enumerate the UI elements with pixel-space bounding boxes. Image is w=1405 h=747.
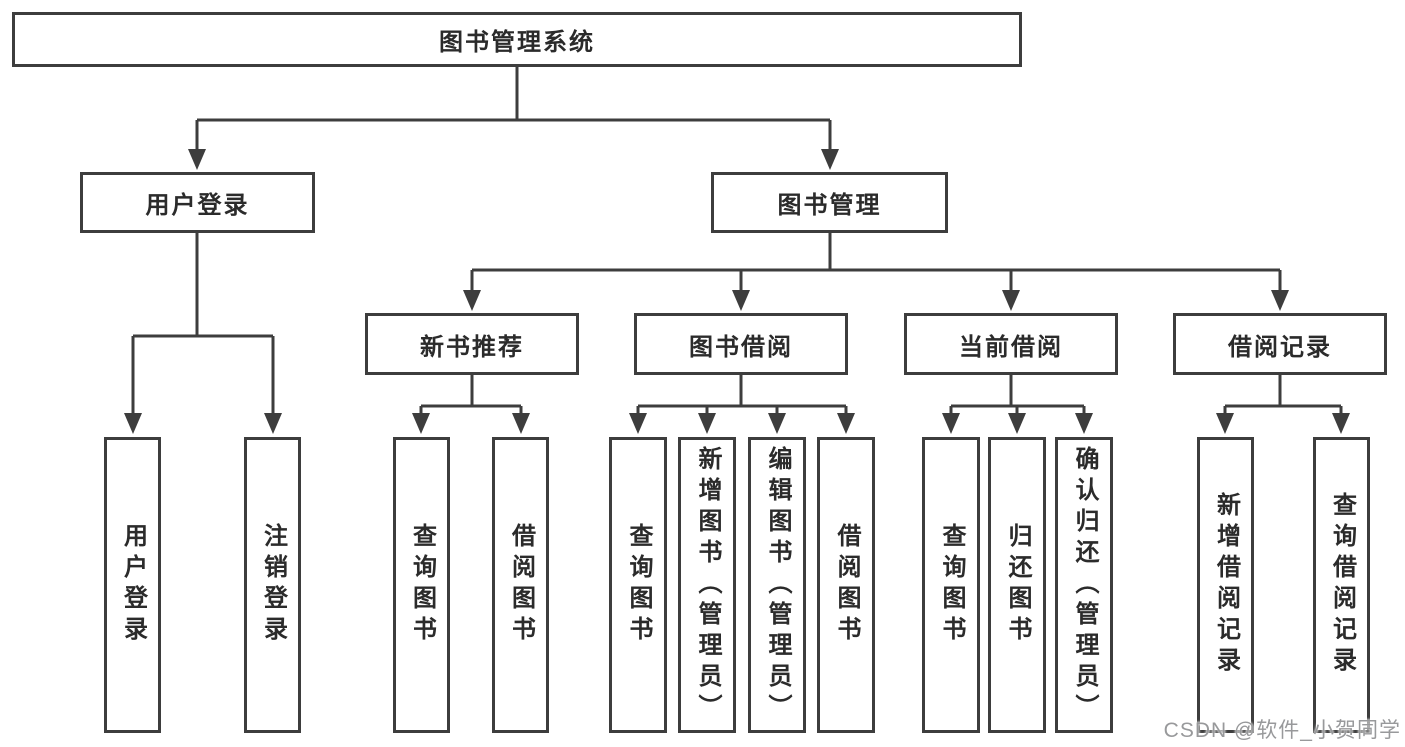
leaf-borrow-books-2: 借阅图书: [817, 437, 875, 733]
leaf-user-login: 用户登录: [104, 437, 161, 733]
node-label: 查询图书: [625, 523, 652, 647]
node-label: 新增借阅记录: [1212, 492, 1240, 678]
arrowhead: [1008, 413, 1026, 434]
node-library-management-system: 图书管理系统: [12, 12, 1022, 67]
node-label: 新增图书（管理员）: [694, 445, 721, 725]
arrowhead: [732, 290, 750, 311]
leaf-confirm-return-admin: 确认归还（管理员）: [1055, 437, 1113, 733]
node-label: 查询图书: [408, 523, 436, 647]
arrowhead: [629, 413, 647, 434]
arrowhead: [821, 149, 839, 170]
arrowhead: [412, 413, 430, 434]
node-label: 新书推荐: [420, 333, 524, 361]
node-label: 确认归还（管理员）: [1071, 445, 1098, 725]
connector-line: [472, 233, 1280, 272]
leaf-return-books: 归还图书: [988, 437, 1046, 733]
arrowhead: [1216, 413, 1234, 434]
node-label: 用户登录: [119, 523, 147, 647]
arrowhead: [188, 149, 206, 170]
node-label: 借阅图书: [507, 523, 535, 647]
arrowhead: [768, 413, 786, 434]
arrowhead: [463, 290, 481, 311]
node-label: 借阅图书: [833, 523, 860, 647]
leaf-query-books-1: 查询图书: [393, 437, 450, 733]
node-new-book-recommendation: 新书推荐: [365, 313, 579, 375]
leaf-query-books-2: 查询图书: [609, 437, 667, 733]
node-label: 归还图书: [1004, 523, 1031, 647]
arrowhead: [264, 413, 282, 434]
leaf-query-borrow-record: 查询借阅记录: [1313, 437, 1370, 733]
node-label: 查询图书: [938, 523, 965, 647]
node-label: 图书管理: [777, 192, 882, 219]
connector-line: [421, 375, 521, 408]
node-label: 用户登录: [145, 192, 250, 219]
node-book-borrowing: 图书借阅: [634, 313, 848, 375]
connector-line: [1225, 375, 1341, 408]
node-borrowing-records: 借阅记录: [1173, 313, 1387, 375]
connector-line: [133, 233, 273, 338]
leaf-logout: 注销登录: [244, 437, 301, 733]
arrowhead: [1075, 413, 1093, 434]
arrowhead: [1332, 413, 1350, 434]
node-book-management: 图书管理: [711, 172, 948, 233]
arrowhead: [942, 413, 960, 434]
connector-line: [197, 67, 830, 122]
leaf-add-borrow-record: 新增借阅记录: [1197, 437, 1254, 733]
connector-line: [638, 375, 846, 408]
csdn-watermark: CSDN @软件_小贺同学: [1163, 719, 1401, 742]
node-label: 图书借阅: [689, 333, 793, 361]
leaf-add-books-admin: 新增图书（管理员）: [678, 437, 736, 733]
node-current-borrowing: 当前借阅: [904, 313, 1118, 375]
node-label: 借阅记录: [1228, 333, 1332, 361]
node-label: 当前借阅: [959, 333, 1063, 361]
connector-line: [951, 375, 1084, 408]
node-label: 图书管理系统: [439, 29, 595, 56]
node-label: 查询借阅记录: [1328, 492, 1356, 678]
arrowhead: [124, 413, 142, 434]
arrowhead: [837, 413, 855, 434]
arrowhead: [1271, 290, 1289, 311]
node-label: 注销登录: [259, 523, 287, 647]
arrowhead: [1002, 290, 1020, 311]
arrowhead: [698, 413, 716, 434]
arrowhead: [512, 413, 530, 434]
leaf-query-books-3: 查询图书: [922, 437, 980, 733]
leaf-edit-books-admin: 编辑图书（管理员）: [748, 437, 806, 733]
leaf-borrow-books-1: 借阅图书: [492, 437, 549, 733]
node-label: 编辑图书（管理员）: [764, 445, 791, 725]
node-user-login: 用户登录: [80, 172, 315, 233]
